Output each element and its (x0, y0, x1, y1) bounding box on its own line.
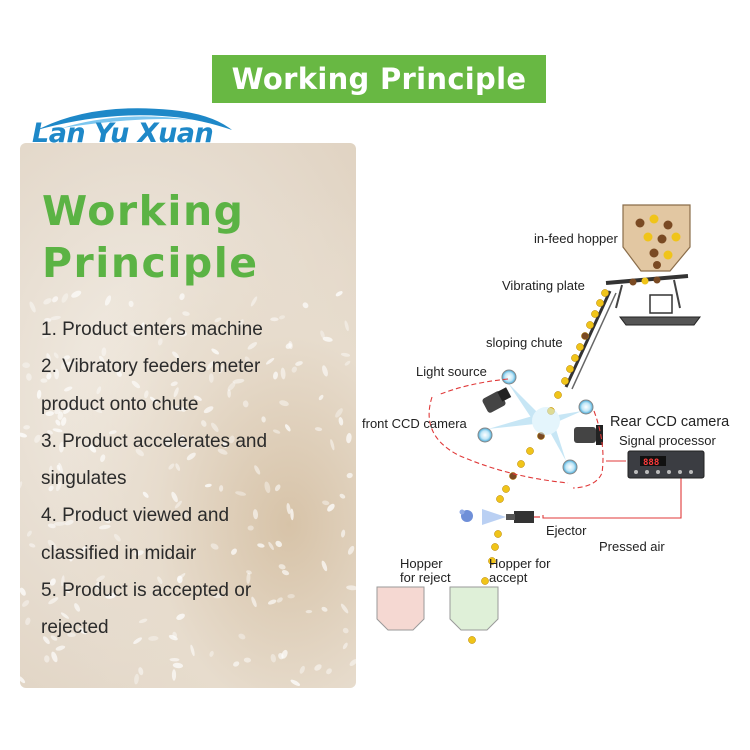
light-source-icon (477, 369, 594, 475)
svg-text:888: 888 (643, 458, 659, 468)
left-title: Working Principle (42, 185, 259, 289)
label-rear-ccd: Rear CCD camera (610, 414, 730, 430)
step-line: 4. Product viewed and (41, 505, 230, 527)
step-line: 5. Product is accepted or (41, 580, 252, 602)
step-line: singulates (41, 468, 127, 490)
infeed-hopper (622, 204, 691, 272)
label-hopper-accept: Hopper for (489, 556, 551, 571)
signal-processor: 888 (627, 450, 705, 479)
sloping-chute (564, 290, 617, 390)
step-line: 3. Product accelerates and (41, 430, 268, 452)
diagram-panel: 888 in-feed hopper Vibrating plate slopi… (358, 143, 750, 688)
step-line: rejected (41, 617, 109, 639)
header-banner: Working Principle (212, 55, 546, 103)
label-ejector: Ejector (546, 523, 587, 538)
label-front-ccd: front CCD camera (362, 416, 467, 431)
machine-diagram: 888 (376, 204, 705, 644)
logo-swoosh-icon (37, 108, 232, 130)
light-beams (488, 383, 582, 461)
step-line: product onto chute (41, 393, 199, 415)
signal-wires (428, 378, 682, 519)
left-info-panel: Working Principle 1. Product enters mach… (20, 143, 356, 688)
step-line: 1. Product enters machine (41, 319, 263, 340)
label-sloping-chute: sloping chute (486, 335, 563, 350)
label-hopper-reject-2: for reject (400, 570, 451, 585)
label-vibrating-plate: Vibrating plate (502, 278, 585, 293)
label-pressed-air: Pressed air (599, 539, 665, 554)
vibrating-plate (605, 274, 701, 326)
accept-hopper (449, 586, 499, 631)
reject-hopper (376, 586, 425, 631)
rear-camera-icon (574, 425, 603, 445)
label-hopper-accept-2: accept (489, 570, 528, 585)
step-line: classified in midair (41, 542, 197, 564)
step-line: 2. Vibratory feeders meter (41, 356, 261, 378)
left-title-line-2: Principle (42, 239, 259, 287)
banner-title: Working Principle (231, 62, 527, 96)
ejector-icon (459, 509, 540, 525)
front-camera-icon (482, 387, 512, 413)
steps-list: 1. Product enters machine 2. Vibratory f… (41, 311, 351, 647)
label-infeed-hopper: in-feed hopper (534, 231, 618, 246)
label-light-source: Light source (416, 364, 487, 379)
left-title-line-1: Working (42, 187, 245, 235)
label-signal-processor: Signal processor (619, 433, 716, 448)
label-hopper-reject: Hopper (400, 556, 443, 571)
rice-background (20, 290, 356, 686)
